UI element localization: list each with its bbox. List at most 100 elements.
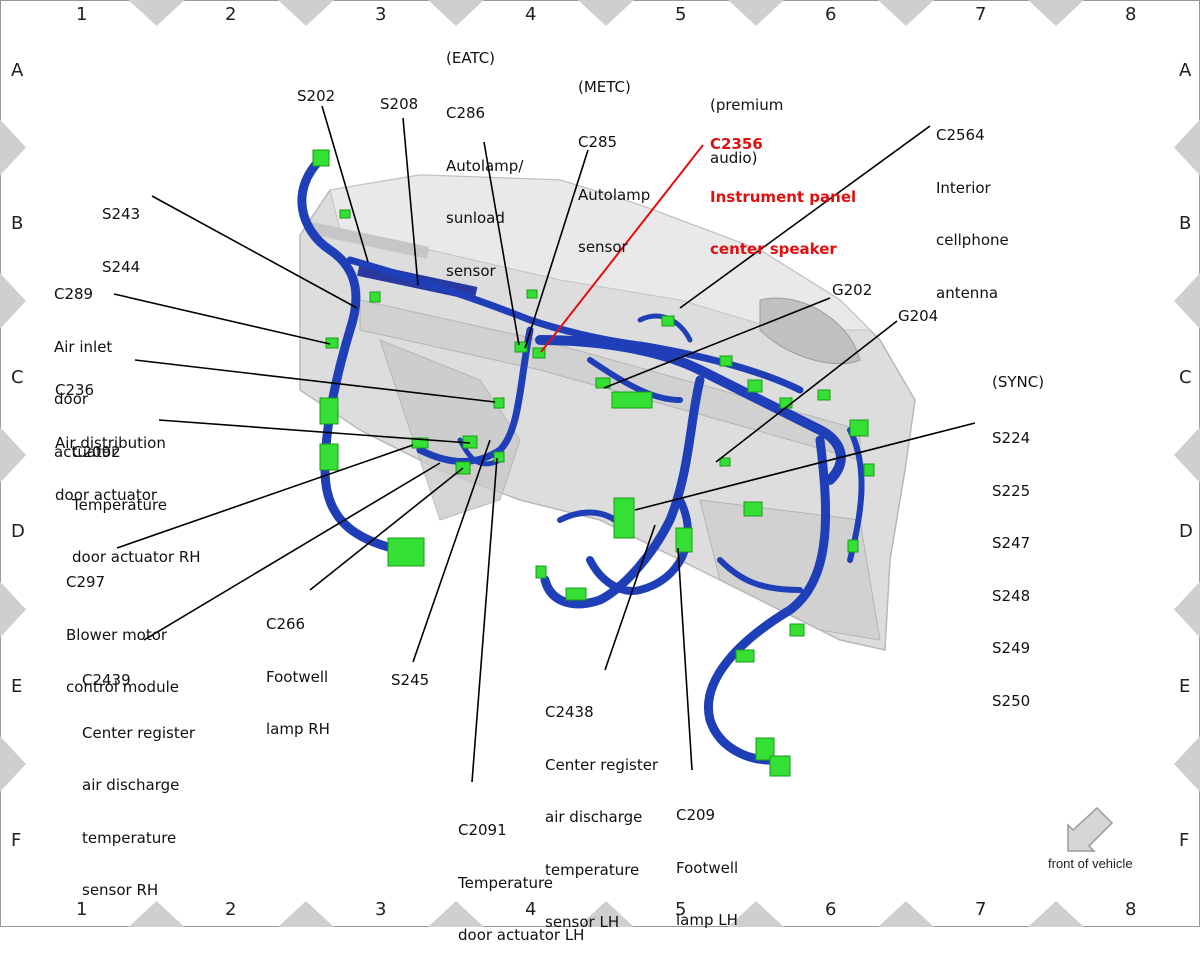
- label-g202: G202: [832, 281, 873, 299]
- label-c2438-line: temperature: [545, 860, 640, 879]
- border-marker: [1174, 581, 1200, 638]
- label-c2438-line: air discharge: [545, 808, 643, 826]
- label-sync-line: S250: [992, 691, 1031, 710]
- label-sync-line: S248: [992, 586, 1031, 605]
- border-marker: [428, 901, 484, 927]
- label-c266-line: lamp RH: [266, 720, 330, 738]
- label-c2356-highlighted: C2356 Instrument panel center speaker: [710, 101, 856, 294]
- label-s243-line: S243: [102, 205, 141, 223]
- label-c285-qualifier: (METC): [578, 78, 631, 96]
- label-c297-line: Blower motor: [66, 625, 168, 644]
- label-g204: G204: [898, 307, 939, 325]
- label-c285: C285 Autolamp sensor: [578, 99, 650, 292]
- label-c2356-qualifier-line: audio): [710, 148, 758, 167]
- grid-column-label-bottom: 6: [825, 899, 837, 920]
- border-marker: [128, 0, 185, 26]
- grid-row-label-left: C: [11, 367, 24, 388]
- label-c297-line: control module: [66, 678, 179, 696]
- border-marker: [1174, 427, 1200, 483]
- border-marker: [0, 119, 26, 176]
- label-c266: C266 Footwell lamp RH: [266, 581, 330, 774]
- label-c2439-line: temperature: [82, 828, 177, 847]
- grid-row-label-left: F: [11, 830, 22, 851]
- label-c2564: C2564 Interior cellphone antenna: [936, 92, 1009, 337]
- label-c2356-line: Instrument panel: [710, 187, 857, 206]
- label-c2438-line: sensor LH: [545, 913, 620, 931]
- left-border-markers: [0, 119, 26, 792]
- label-c2438: C2438 Center register air discharge temp…: [545, 669, 658, 967]
- label-c209-line: Footwell: [676, 858, 739, 877]
- label-c289-line: door: [54, 390, 89, 408]
- border-marker: [878, 901, 934, 927]
- label-c209: C209 Footwell lamp LH: [676, 772, 738, 965]
- label-c297: C297 Blower motor control module: [66, 539, 179, 732]
- border-marker: [0, 273, 26, 329]
- label-c2356-line: center speaker: [710, 240, 837, 258]
- leader-lines: [113, 105, 976, 783]
- label-c2356-line: C2356: [710, 135, 763, 153]
- border-marker: [1174, 736, 1200, 792]
- label-c2356-qualifier: (premium audio): [710, 62, 783, 202]
- label-c2092-line: door actuator RH: [72, 548, 201, 566]
- border-marker: [278, 901, 334, 927]
- grid-column-label-top: 8: [1125, 4, 1137, 25]
- grid-row-label-right: F: [1179, 830, 1190, 851]
- border-marker: [428, 0, 484, 26]
- label-c2439: C2439 Center register air discharge temp…: [82, 637, 195, 935]
- grid-row-label-right: C: [1179, 367, 1192, 388]
- harness-illustration: [0, 0, 1200, 927]
- border-marker: [878, 0, 934, 26]
- label-sync-line: S224: [992, 429, 1031, 447]
- label-c266-line: C266: [266, 615, 306, 633]
- grid-column-label-bottom: 4: [525, 899, 537, 920]
- label-c2438-line: C2438: [545, 703, 594, 721]
- wiring-harness: [297, 155, 865, 765]
- label-c2092-line: Temperature: [72, 495, 168, 514]
- border-marker: [1028, 901, 1084, 927]
- label-c209-line: C209: [676, 806, 716, 824]
- grid-row-label-left: B: [11, 213, 24, 234]
- grid-column-label-top: 2: [225, 4, 237, 25]
- grid-row-label-left: E: [11, 676, 23, 697]
- bottom-border-markers: [128, 901, 1084, 927]
- grid-row-label-right: B: [1179, 213, 1192, 234]
- label-c297-line: C297: [66, 573, 106, 591]
- border-marker: [0, 427, 26, 483]
- label-c236-line: Air distribution: [55, 433, 166, 452]
- grid-column-label-bottom: 5: [675, 899, 687, 920]
- top-border-markers: [128, 0, 1084, 26]
- border-marker: [728, 0, 784, 26]
- label-c2564-line: Interior: [936, 178, 991, 197]
- label-c285-line: C285: [578, 133, 618, 151]
- label-s208: S208: [380, 95, 419, 113]
- grid-column-label-top: 6: [825, 4, 837, 25]
- grid-column-label-top: 1: [76, 4, 88, 25]
- grid-row-label-right: E: [1179, 676, 1191, 697]
- label-c236: C236 Air distribution door actuator: [55, 347, 166, 540]
- grid-row-label-right: A: [1179, 60, 1192, 81]
- label-c2091-line: door actuator LH: [458, 926, 585, 944]
- label-c286-line: sunload: [446, 209, 505, 227]
- grid-column-label-top: 7: [975, 4, 987, 25]
- label-c2439-line: sensor RH: [82, 881, 159, 899]
- label-c266-line: Footwell: [266, 667, 329, 686]
- grid-column-label-top: 4: [525, 4, 537, 25]
- label-c286: C286 Autolamp/ sunload sensor: [446, 70, 523, 315]
- grid-column-label-top: 3: [375, 4, 387, 25]
- border-marker: [578, 901, 634, 927]
- label-c285-line: sensor: [578, 238, 628, 256]
- label-c2438-line: Center register: [545, 755, 659, 774]
- label-c289-line: C289: [54, 285, 94, 303]
- front-of-vehicle-label: front of vehicle: [1048, 856, 1133, 871]
- border-marker: [278, 0, 334, 26]
- label-c286-line: C286: [446, 104, 486, 122]
- label-c2092: C2092 Temperature door actuator RH: [72, 409, 201, 602]
- border-marker: [128, 901, 185, 927]
- label-c2564-line: C2564: [936, 126, 985, 144]
- grid-row-label-right: D: [1179, 521, 1193, 542]
- label-c289-line: Air inlet: [54, 337, 113, 356]
- label-sync-line: S225: [992, 481, 1031, 500]
- label-c2564-line: cellphone: [936, 231, 1009, 249]
- label-c2091-line: C2091: [458, 821, 507, 839]
